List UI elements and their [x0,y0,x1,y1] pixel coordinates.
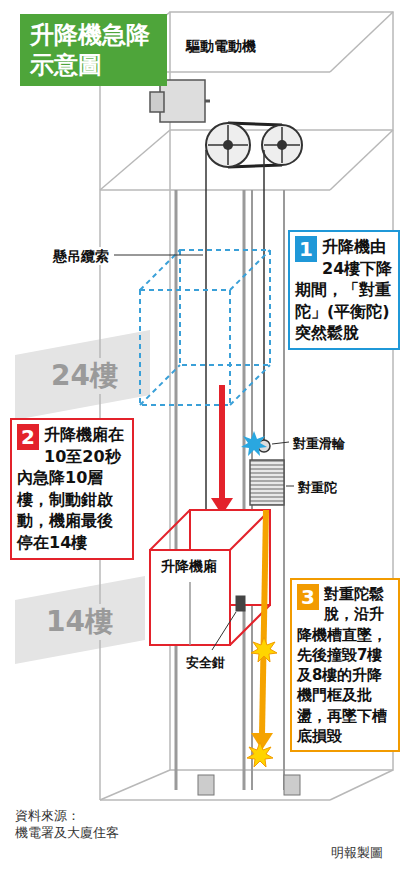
shaft-outline [100,189,330,191]
floor-slab [15,330,150,420]
car-at-24-dashed [140,250,180,290]
leader-line [114,255,294,650]
leader-line [286,486,294,487]
part-label: 安全鉗 [185,655,226,672]
drive-motor [150,92,164,112]
shaft-outline [100,770,170,800]
pit-buffer [198,775,300,795]
floor-label-box: 14樓 [45,604,114,640]
source-note-box: 資料來源： 機電署及大廈住客 [14,808,134,842]
callout-number: 2 [17,424,39,450]
part-label: 驅動電動機 [185,37,257,55]
car-at-24-dashed [230,365,270,405]
shaft-outline [100,12,393,800]
counterweight [241,431,267,456]
callout-box: 1升降機由24樓下降期間，「對重陀」(平衡陀)突然鬆脫 [288,230,400,350]
part-label-box: 懸吊纜索 [52,246,110,265]
floor-label-box: 24樓 [50,358,119,394]
drop-arrow-counterweight [251,637,277,662]
suspension-cable [263,150,265,440]
drop-arrow-car [219,385,225,500]
callout-text: 升降機由24樓下降期間，「對重陀」(平衡陀)突然鬆脫 [295,236,393,344]
pit-buffer [198,775,214,795]
callout-number: 1 [295,236,317,262]
callout-text: 對重陀鬆脫，沿升降機槽直墜，先後撞毀7樓及8樓的升降機門框及批盪，再墜下槽底損毀 [297,584,393,746]
title-text: 升降機急降 示意圖 [30,20,157,80]
suspension-cable [206,150,264,510]
car-at-24-dashed [140,365,180,405]
part-label: 懸吊纜索 [52,247,110,265]
drive-motor [264,144,300,146]
part-label-box: 對重滑輪 [292,433,346,453]
part-label: 對重陀 [297,480,338,497]
counterweight [241,431,284,505]
callout-box: 2升降機廂在10至20秒內急降10層樓，制動鉗啟動，機廂最後停在14樓 [10,418,134,560]
counterweight [250,460,284,505]
part-label-box: 驅動電動機 [185,36,257,55]
car-at-14 [236,596,245,611]
car-at-24-dashed [140,250,270,405]
credit-note-box: 明報製圖 [330,842,384,862]
shaft-outline [100,130,170,190]
car-at-24-dashed [140,290,230,405]
title-band: 升降機急降 示意圖 [20,14,167,86]
drive-motor [160,80,205,122]
car-at-14 [189,582,191,645]
callout-text: 升降機廂在10至20秒內急降10層樓，制動鉗啟動，機廂最後停在14樓 [17,424,127,554]
guide-rail [175,190,178,790]
shaft-outline [330,130,393,190]
leader-line [114,255,203,256]
car-at-14 [150,510,190,550]
car-at-14 [150,510,270,645]
suspension-cable [205,150,207,510]
drop-arrow-counterweight [262,510,266,735]
shaft-outline [330,770,393,800]
shaft-outline [100,799,330,801]
part-label-box: 安全鉗 [185,652,226,672]
leader-line [272,442,289,444]
car-at-14 [150,550,230,645]
source-note: 資料來源： 機電署及大廈住客 [14,808,134,842]
shaft-outline [170,12,393,770]
part-label: 升降機廂 [160,557,218,575]
leader-line [212,612,236,650]
pit-buffer [284,775,300,795]
shaft-outline [330,12,393,72]
drop-arrow-counterweight [247,742,273,767]
credit-note: 明報製圖 [330,845,384,862]
car-at-24-dashed [180,250,270,365]
guide-rail [176,190,284,790]
drive-motor [205,100,210,103]
callout-box: 3對重陀鬆脫，沿升降機槽直墜，先後撞毀7樓及8樓的升降機門框及批盪，再墜下槽底損… [290,578,400,752]
drive-motor [208,144,248,146]
part-label-box: 對重陀 [297,477,338,497]
floor-slab [15,576,145,664]
part-label: 對重滑輪 [292,436,346,453]
floor-label: 24樓 [50,358,119,394]
part-label-box: 升降機廂 [160,556,218,575]
guide-rail [243,190,246,790]
drive-motor [206,123,250,167]
drive-motor [150,80,302,167]
floor-label: 14樓 [45,604,114,640]
drive-motor [262,125,302,165]
drop-arrow-counterweight [247,510,277,767]
drop-arrow-car [211,385,233,515]
callout-number: 3 [297,584,319,610]
car-at-24-dashed [230,250,270,290]
